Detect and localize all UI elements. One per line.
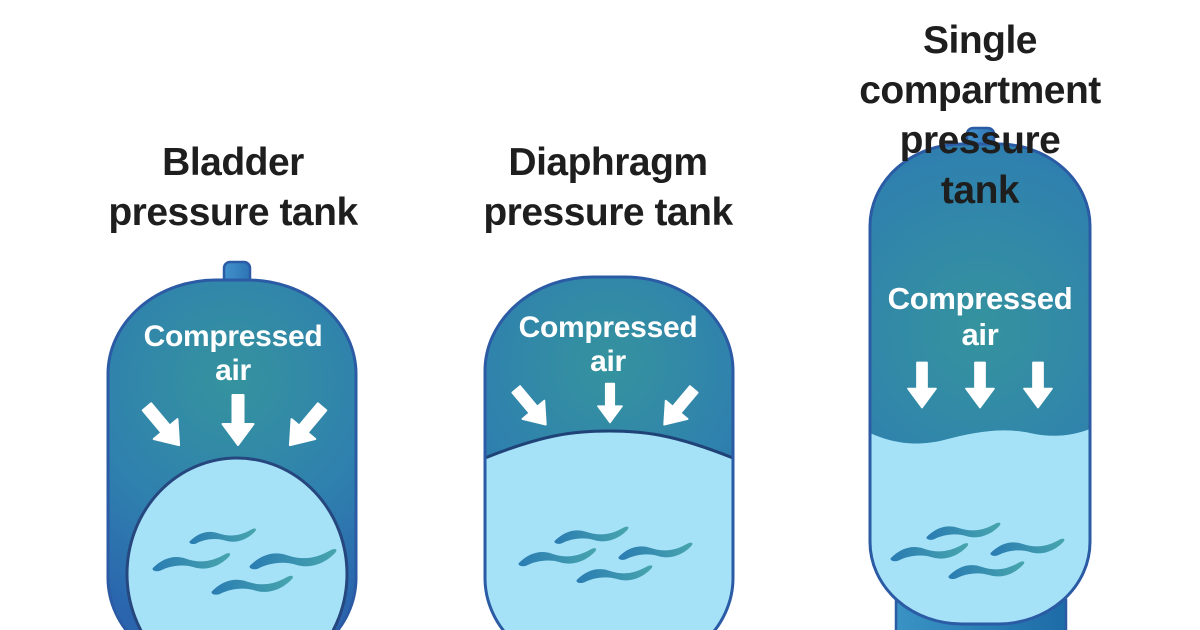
compressed-air-label-diaphragm: Compressed air — [518, 311, 698, 378]
water-bladder — [125, 456, 349, 630]
water-body — [870, 429, 1090, 624]
bladder-tank-graphic — [106, 260, 358, 630]
compressed-air-label-bladder: Compressed air — [143, 320, 323, 387]
tank-title-single-compartment: Single compartment pressure tank — [859, 19, 1101, 212]
tank-shell-outline — [106, 278, 358, 630]
water-body — [485, 431, 733, 630]
tank-shell-outline — [483, 275, 735, 630]
compressed-air-label-single-compartment: Compressed air — [887, 281, 1073, 352]
single-compartment-tank-graphic — [868, 126, 1092, 630]
diaphragm-tank-graphic — [483, 275, 735, 630]
diaphragm-membrane — [485, 429, 733, 460]
tank-title-diaphragm: Diaphragm pressure tank — [483, 141, 733, 234]
tank-title-bladder: Bladder pressure tank — [108, 141, 358, 234]
tank-shell-outline — [868, 142, 1092, 626]
